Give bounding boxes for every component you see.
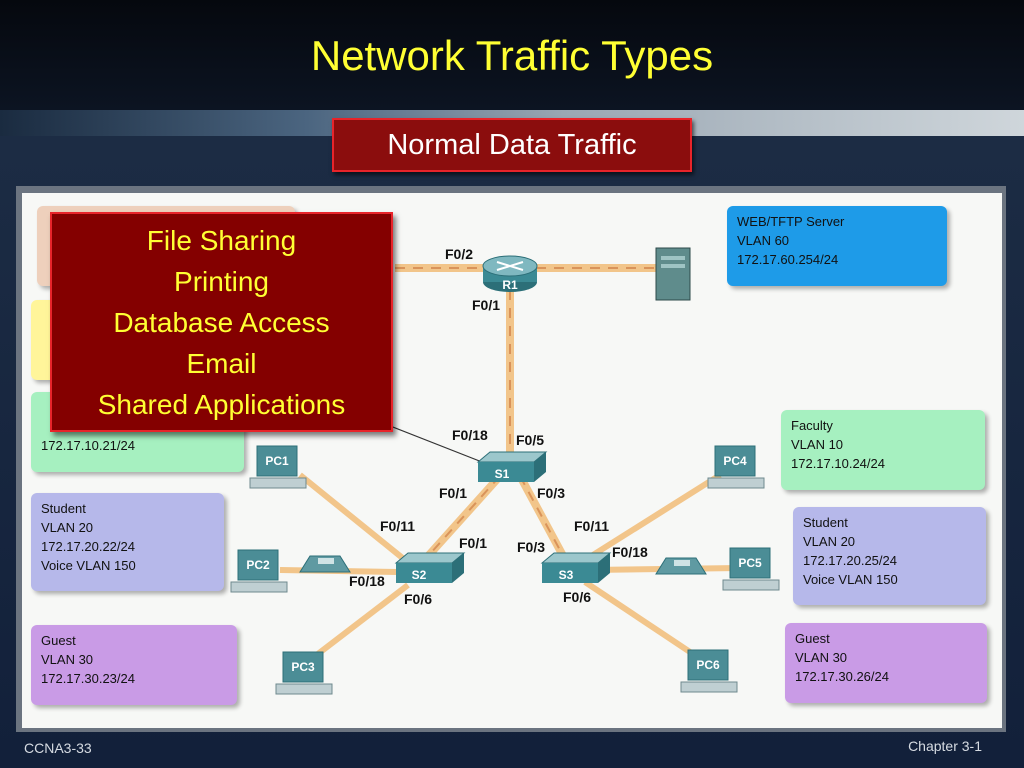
port-label: F0/11	[380, 518, 415, 534]
left-guest-box: Guest VLAN 30 172.17.30.23/24	[31, 625, 237, 705]
link-s2-pc1	[298, 472, 407, 563]
right-student-box: Student VLAN 20 172.17.20.25/24 Voice VL…	[793, 507, 986, 605]
port-label: F0/6	[404, 591, 432, 607]
ip-phone-left-icon	[299, 555, 351, 573]
right-guest-box: Guest VLAN 30 172.17.30.26/24	[785, 623, 987, 703]
slide-title: Network Traffic Types	[310, 32, 714, 79]
s2-label: S2	[412, 568, 427, 582]
port-label: F0/2	[445, 246, 473, 262]
router-r1-icon: R1	[482, 255, 538, 292]
port-label: F0/6	[563, 589, 591, 605]
pc5-icon: PC5	[722, 547, 780, 591]
pc6-label: PC6	[696, 658, 720, 672]
switch-s3-icon: S3	[540, 552, 612, 583]
info-line: Voice VLAN 150	[803, 572, 898, 587]
switch-s2-icon: S2	[394, 552, 466, 583]
port-label: F0/18	[452, 427, 488, 443]
info-line: 172.17.30.26/24	[795, 669, 889, 684]
info-line: 172.17.30.23/24	[41, 671, 135, 686]
traffic-types-callout: File Sharing Printing Database Access Em…	[50, 212, 393, 432]
link-s3-pc4	[583, 472, 722, 563]
info-line: 172.17.20.25/24	[803, 553, 897, 568]
info-line: VLAN 30	[795, 650, 848, 665]
pc4-icon: PC4	[707, 445, 765, 489]
info-line: Guest	[41, 633, 76, 648]
info-line: VLAN 60	[737, 233, 790, 248]
pc2-label: PC2	[246, 558, 270, 572]
port-label: F0/5	[516, 432, 544, 448]
info-line: Faculty	[791, 418, 833, 433]
link-s2-pc3	[308, 582, 410, 663]
port-labels: F0/2 F0/1 F0/18 F0/5 F0/1 F0/3 F0/11 F0/…	[349, 246, 648, 607]
port-label: F0/1	[459, 535, 487, 551]
info-line: 172.17.60.254/24	[737, 252, 839, 267]
port-label: F0/18	[349, 573, 385, 589]
info-line: VLAN 20	[803, 534, 856, 549]
server-info-box: WEB/TFTP Server VLAN 60 172.17.60.254/24	[727, 206, 947, 286]
link-s1-pc1	[379, 421, 483, 463]
s3-label: S3	[559, 568, 574, 582]
info-line: VLAN 30	[41, 652, 94, 667]
info-line: VLAN 10	[791, 437, 844, 452]
info-line: 172.17.10.24/24	[791, 456, 885, 471]
callout-item: File Sharing	[146, 225, 297, 256]
port-label: F0/1	[472, 297, 500, 313]
port-label: F0/3	[537, 485, 565, 501]
pc3-icon: PC3	[275, 651, 333, 695]
callout-item: Email	[186, 348, 257, 379]
right-faculty-box: Faculty VLAN 10 172.17.10.24/24	[781, 410, 985, 490]
link-s3-pc6	[583, 579, 707, 665]
pc4-label: PC4	[723, 454, 747, 468]
switch-s1-icon: S1	[476, 451, 548, 482]
info-line: 172.17.10.21/24	[41, 438, 135, 453]
port-label: F0/11	[574, 518, 609, 534]
s1-label: S1	[495, 467, 510, 481]
info-line: Voice VLAN 150	[41, 558, 136, 573]
pc1-icon: PC1	[249, 445, 307, 489]
r1-label: R1	[502, 278, 518, 292]
info-line: WEB/TFTP Server	[737, 214, 845, 229]
title-bar: Network Traffic Types	[0, 0, 1024, 110]
callout-item: Database Access	[113, 307, 330, 338]
server-icon	[655, 247, 691, 301]
pc6-icon: PC6	[680, 649, 738, 693]
callout-item: Shared Applications	[97, 389, 346, 420]
info-line: Student	[41, 501, 86, 516]
info-line: Student	[803, 515, 848, 530]
info-line: 172.17.20.22/24	[41, 539, 135, 554]
port-label: F0/3	[517, 539, 545, 555]
subtitle-box: Normal Data Traffic	[332, 118, 692, 172]
left-student-box: Student VLAN 20 172.17.20.22/24 Voice VL…	[31, 493, 224, 591]
info-line: VLAN 20	[41, 520, 94, 535]
ip-phone-right-icon	[655, 557, 707, 575]
footer-left: CCNA3-33	[24, 740, 92, 756]
info-line: Guest	[795, 631, 830, 646]
footer-right: Chapter 3-1	[908, 738, 982, 754]
pc2-icon: PC2	[230, 549, 288, 593]
pc5-label: PC5	[738, 556, 762, 570]
callout-item: Printing	[174, 266, 269, 297]
link-s1-s3	[516, 474, 572, 567]
pc1-label: PC1	[265, 454, 289, 468]
port-label: F0/1	[439, 485, 467, 501]
links	[279, 264, 741, 665]
pc3-label: PC3	[291, 660, 315, 674]
port-label: F0/18	[612, 544, 648, 560]
